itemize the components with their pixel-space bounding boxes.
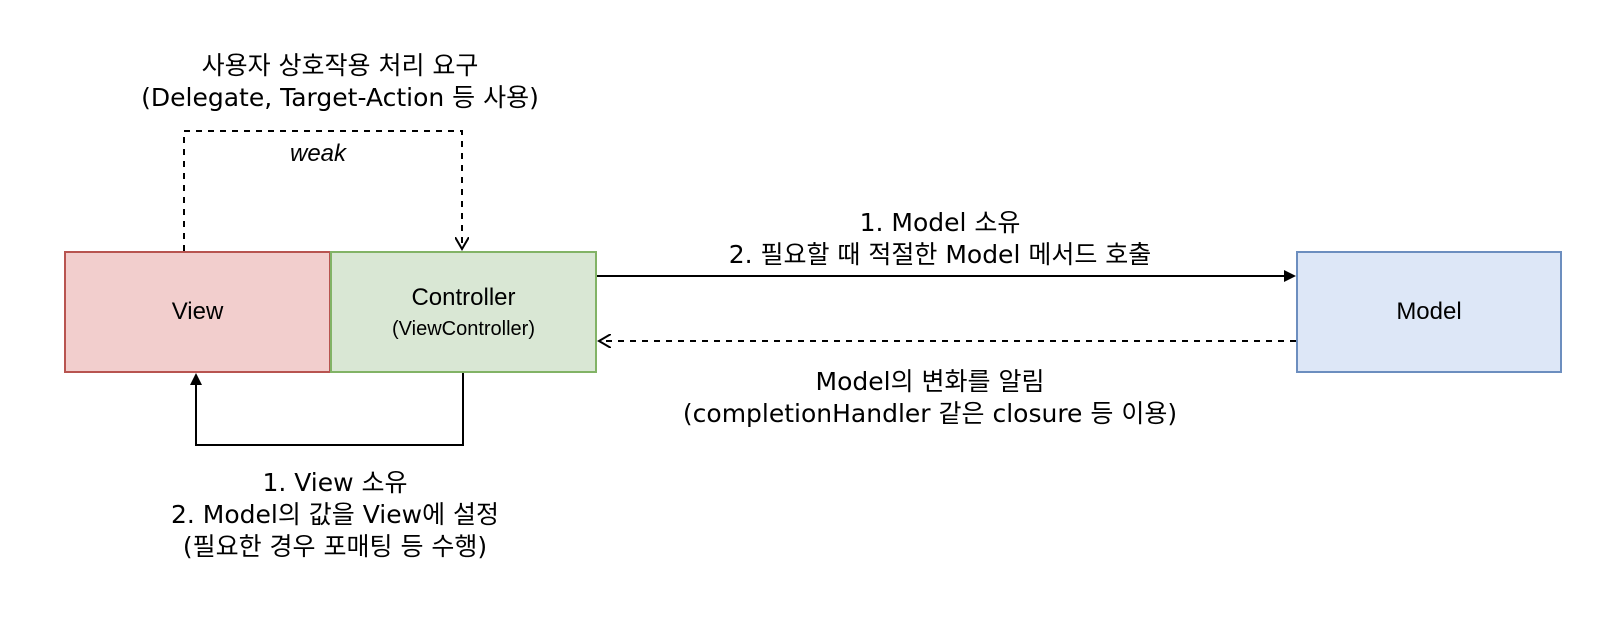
- view-node[interactable]: View: [64, 251, 331, 373]
- label-line: (completionHandler 같은 closure 등 이용): [682, 399, 1178, 428]
- label-line: Model의 변화를 알림: [815, 367, 1045, 396]
- label-line: 2. 필요할 때 적절한 Model 메서드 호출: [728, 240, 1152, 269]
- label-line: (Delegate, Target-Action 등 사용): [141, 83, 539, 112]
- label-line: 1. Model 소유: [859, 208, 1021, 237]
- model-node[interactable]: Model: [1296, 251, 1562, 373]
- controller-title: Controller: [411, 283, 516, 311]
- label-line: 2. Model의 값을 View에 설정: [170, 500, 500, 529]
- edge-view-to-controller: [183, 130, 462, 251]
- weak-tag: weak: [290, 140, 347, 167]
- label-line: 사용자 상호작용 처리 요구: [201, 51, 479, 80]
- model-to-controller-label: Model의 변화를 알림 (completionHandler 같은 clos…: [640, 366, 1220, 430]
- label-line: (필요한 경우 포매팅 등 수행): [182, 532, 488, 561]
- view-title: View: [171, 298, 224, 325]
- controller-node[interactable]: Controller (ViewController): [330, 251, 597, 373]
- view-to-controller-label: 사용자 상호작용 처리 요구 (Delegate, Target-Action …: [115, 50, 565, 114]
- controller-subtitle: (ViewController): [391, 317, 535, 340]
- model-title: Model: [1396, 298, 1462, 325]
- controller-to-view-label: 1. View 소유 2. Model의 값을 View에 설정 (필요한 경우…: [130, 467, 540, 563]
- label-line: 1. View 소유: [262, 468, 408, 497]
- edge-controller-to-view: [190, 373, 464, 446]
- controller-to-model-label: 1. Model 소유 2. 필요할 때 적절한 Model 메서드 호출: [690, 207, 1190, 271]
